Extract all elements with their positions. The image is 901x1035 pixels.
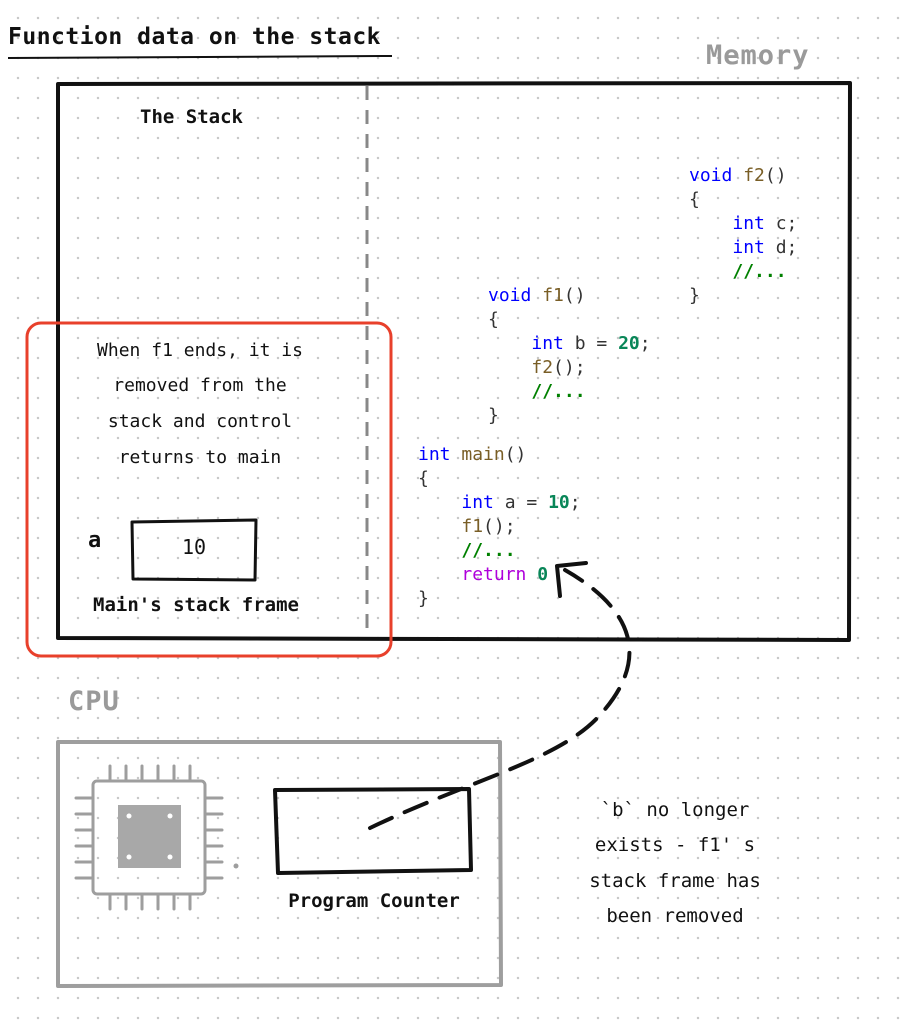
code-token: return	[461, 564, 527, 585]
pc-arrow	[368, 568, 632, 830]
code-token	[418, 492, 461, 513]
code-token	[531, 285, 542, 306]
code-token	[526, 564, 537, 585]
code-token: a =	[493, 492, 549, 513]
note2-line: `b` no longer	[600, 799, 750, 821]
title-underline	[7, 55, 393, 59]
note2-line: stack frame has	[589, 870, 761, 892]
code-line: return 0	[418, 563, 581, 587]
program-counter-box	[273, 787, 473, 875]
note2-line: exists - f1' s	[594, 834, 756, 856]
code-token	[488, 333, 531, 354]
code-token	[451, 444, 462, 465]
code-token: ()	[764, 165, 787, 186]
code-token: main	[461, 444, 505, 465]
code-token: int	[461, 492, 494, 513]
code-line: //...	[689, 260, 797, 284]
code-token: }	[418, 588, 429, 609]
memory-box	[56, 81, 852, 642]
cpu-box	[56, 740, 503, 988]
code-line: {	[689, 188, 797, 212]
code-token: {	[418, 468, 429, 489]
code-token: ();	[553, 357, 586, 378]
code-token: c;	[764, 213, 798, 234]
code-token: ()	[504, 444, 527, 465]
code-token: void	[689, 165, 733, 186]
code-line: int main()	[418, 443, 581, 467]
code-token: 0	[537, 564, 549, 585]
code-token	[418, 564, 461, 585]
code-token	[689, 237, 732, 258]
code-line: int a = 10;	[418, 491, 581, 515]
code-token: ();	[483, 516, 516, 537]
code-token: f1	[542, 285, 564, 306]
code-line: //...	[418, 539, 581, 563]
code-token: //...	[732, 261, 787, 282]
code-token: {	[488, 309, 499, 330]
code-token	[732, 165, 743, 186]
stack-frame-label: Main's stack frame	[93, 594, 299, 616]
note-line: returns to main	[118, 447, 282, 468]
code-token: }	[689, 285, 700, 306]
code-token: int	[732, 237, 765, 258]
code-token: int	[418, 444, 451, 465]
code-line: //...	[488, 380, 651, 404]
stack-label: The Stack	[140, 106, 243, 128]
code-token: void	[488, 285, 532, 306]
variable-name: a	[88, 528, 102, 553]
code-token: int	[531, 333, 564, 354]
code-line: void f1()	[488, 284, 651, 308]
code-token	[418, 516, 461, 537]
code-line: f2();	[488, 356, 651, 380]
variable-value: 10	[181, 535, 207, 559]
code-line: {	[418, 467, 581, 491]
code-line: }	[418, 587, 581, 611]
code-token	[418, 540, 461, 561]
code-token: }	[488, 405, 499, 426]
note2-line: been removed	[606, 905, 744, 927]
code-token: //...	[461, 540, 516, 561]
code-token	[689, 261, 732, 282]
code-token: f1	[461, 516, 484, 537]
code-line: int c;	[689, 212, 797, 236]
code-token	[689, 213, 732, 234]
note-line: removed from the	[113, 375, 287, 396]
code-block-main: int main(){ int a = 10; f1(); //... retu…	[418, 443, 581, 611]
code-token: b =	[563, 333, 619, 354]
code-token: 10	[548, 492, 570, 513]
code-token: f2	[743, 165, 765, 186]
note-line: When f1 ends, it is	[97, 340, 303, 361]
code-line: f1();	[418, 515, 581, 539]
code-token	[488, 357, 531, 378]
code-line: }	[689, 284, 797, 308]
pc-arrow-head	[555, 561, 588, 598]
code-line: void f2()	[689, 164, 797, 188]
code-token: d;	[764, 237, 798, 258]
highlight-box	[25, 321, 393, 658]
code-token: ;	[569, 492, 581, 513]
code-line: }	[488, 404, 651, 428]
code-token: 20	[618, 333, 640, 354]
code-token	[488, 381, 531, 402]
cpu-label: CPU	[68, 686, 120, 717]
code-line: int d;	[689, 236, 797, 260]
program-counter-label: Program Counter	[288, 890, 460, 912]
code-token: ()	[563, 285, 586, 306]
code-block-f2: void f2(){ int c; int d; //...}	[689, 164, 797, 308]
code-token: ;	[639, 333, 651, 354]
code-line: int b = 20;	[488, 332, 651, 356]
code-token: {	[689, 189, 700, 210]
code-token: int	[732, 213, 765, 234]
code-block-f1: void f1(){ int b = 20; f2(); //...}	[488, 284, 651, 428]
chip-icon	[74, 764, 239, 911]
code-token: //...	[531, 381, 586, 402]
code-token: f2	[531, 357, 554, 378]
code-line: {	[488, 308, 651, 332]
memory-label: Memory	[706, 40, 810, 71]
var-box	[130, 518, 258, 582]
note-line: stack and control	[107, 411, 293, 432]
page-title: Function data on the stack	[8, 24, 382, 50]
